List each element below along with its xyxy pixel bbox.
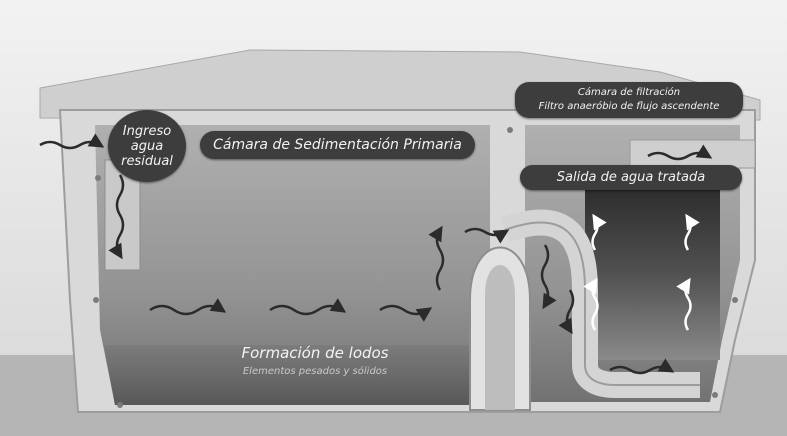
upflow-arrow-icon <box>684 213 700 251</box>
wavy-flow-arrow-icon <box>269 298 347 316</box>
bolt-icon <box>507 127 513 133</box>
bolt-icon <box>712 392 718 398</box>
wavy-flow-arrow-icon <box>558 289 575 335</box>
wavy-flow-arrow-icon <box>39 133 105 150</box>
wavy-flow-arrow-icon <box>108 174 125 260</box>
bolt-icon <box>93 297 99 303</box>
wavy-flow-arrow-icon <box>609 358 675 375</box>
filtration-chamber-label: Cámara de filtración Filtro anaeróbio de… <box>515 82 743 118</box>
inlet-label: Ingreso agua residual <box>108 110 186 182</box>
bolt-icon <box>732 297 738 303</box>
flow-arrows <box>39 133 713 375</box>
outlet-text: Salida de agua tratada <box>556 170 706 185</box>
bolt-icon <box>95 175 101 181</box>
upflow-arrow-icon <box>583 277 599 331</box>
sludge-title: Formación de lodos <box>241 344 389 362</box>
upflow-arrows <box>583 213 700 331</box>
wavy-flow-arrow-icon <box>149 298 227 316</box>
filter-media <box>585 185 720 360</box>
primary-chamber-text: Cámara de Sedimentación Primaria <box>213 137 462 153</box>
wavy-flow-arrow-icon <box>428 225 445 291</box>
primary-chamber-label: Cámara de Sedimentación Primaria <box>200 131 475 159</box>
upflow-arrow-icon <box>591 213 607 251</box>
sludge-subtitle: Elementos pesados y sólidos <box>242 366 388 377</box>
wavy-flow-arrow-icon <box>379 304 433 322</box>
outlet-label: Salida de agua tratada <box>520 165 742 190</box>
filtration-line1: Cámara de filtración <box>577 87 681 98</box>
bolts <box>93 127 738 408</box>
upflow-arrow-icon <box>676 277 692 331</box>
wavy-flow-arrow-icon <box>540 244 557 310</box>
divider-arch-inner <box>485 265 515 410</box>
wavy-flow-arrow-icon <box>464 227 510 244</box>
inlet-label-text: Ingreso agua residual <box>121 123 173 169</box>
filtration-line2: Filtro anaeróbio de flujo ascendente <box>538 101 720 112</box>
sludge-layer <box>104 345 490 405</box>
wavy-flow-arrow-icon <box>647 144 713 161</box>
bolt-icon <box>117 402 123 408</box>
primary-chamber-water <box>95 125 490 405</box>
